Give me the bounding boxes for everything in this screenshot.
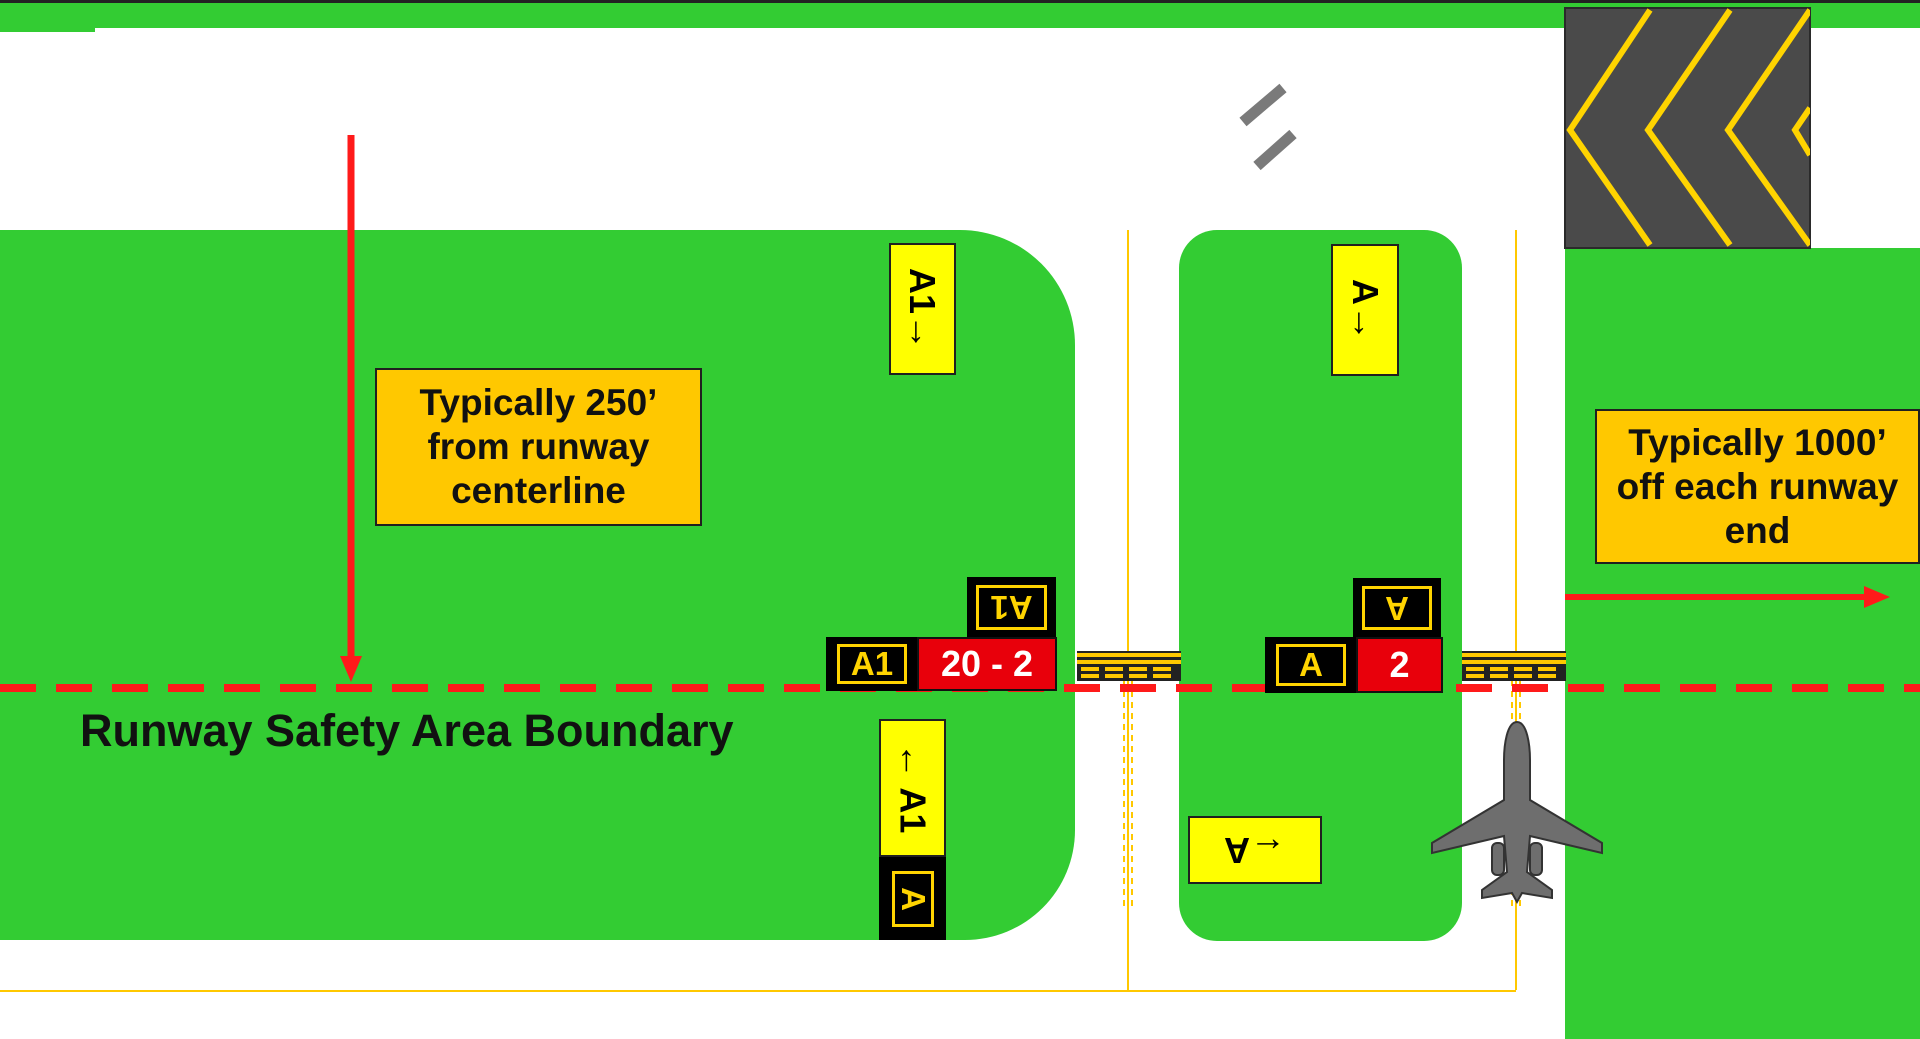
rsa-side-callout-text: Typically 250’ from runway centerline (419, 382, 658, 511)
top-edge-line (0, 0, 1920, 3)
chevron-marking-icon (1564, 7, 1811, 249)
sign-a-location-lower-text: A (891, 870, 934, 927)
sign-a-location-lower: A (879, 857, 946, 940)
sign-a1-direction-top-text: A1→ (902, 267, 944, 351)
sign-a1-direction-bottom: ← A1 (879, 719, 946, 857)
sign-a-direction-top: A→ (1331, 244, 1399, 376)
boundary-label: Runway Safety Area Boundary (80, 705, 734, 756)
sign-a-direction-top-text: A→ (1345, 279, 1386, 341)
sign-runway-20-2-text: 20 - 2 (940, 643, 1034, 684)
arrow-down-icon (340, 135, 362, 682)
sign-runway-2-text: 2 (1389, 644, 1410, 685)
sign-runway-2: 2 (1356, 637, 1443, 693)
rsa-end-callout-text: Typically 1000’ off each runway end (1616, 421, 1899, 551)
sign-runway-20-2: 20 - 2 (917, 637, 1057, 691)
sign-a1-location-main-text: A1 (837, 644, 907, 684)
airplane-icon (1431, 720, 1603, 905)
rsa-end-callout: Typically 1000’ off each runway end (1595, 409, 1920, 564)
sign-a-location-main-text: A (1276, 644, 1346, 686)
sign-a1-location-upper-text: A1 (976, 585, 1047, 630)
top-left-notch (0, 28, 95, 32)
sign-a1-location-main: A1 (826, 637, 918, 691)
hold-short-marking-1 (1077, 651, 1181, 681)
left-grass-area (0, 230, 1075, 940)
rsa-side-callout: Typically 250’ from runway centerline (375, 368, 702, 526)
break-marks (1239, 83, 1297, 171)
middle-grass-island (1179, 230, 1462, 941)
sign-a-location-upper: A (1353, 578, 1441, 638)
sign-a-direction-bottom-text: ←A (1224, 830, 1286, 871)
arrow-right-icon (1565, 586, 1890, 608)
runway-end-grass (1565, 248, 1920, 1039)
sign-a1-direction-top: A1→ (889, 243, 956, 375)
sign-a-location-main: A (1265, 637, 1357, 693)
sign-a-location-upper-text: A (1362, 586, 1432, 630)
sign-a-direction-bottom: ←A (1188, 816, 1322, 884)
sign-a1-location-upper: A1 (967, 577, 1056, 638)
hold-short-marking-2 (1462, 651, 1566, 681)
sign-a1-direction-bottom-text: ← A1 (892, 742, 934, 834)
